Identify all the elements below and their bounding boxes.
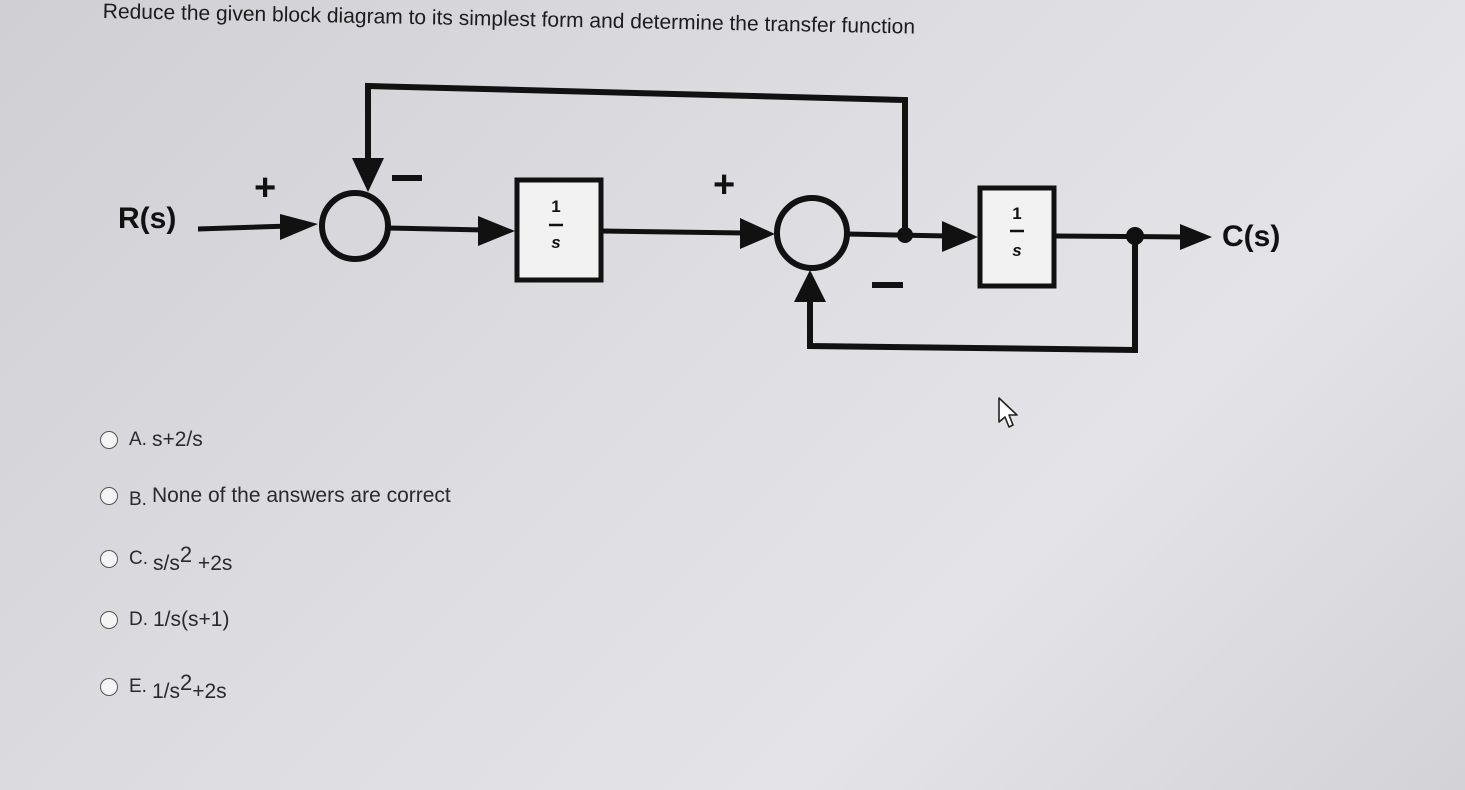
option-c-text: s/s2 +2s [153, 542, 232, 576]
option-b-text: None of the answers are correct [151, 484, 451, 507]
junction1-plus-sign: + [254, 167, 276, 209]
input-signal-line [197, 223, 291, 232]
option-c[interactable]: C. s/s2 +2s [100, 542, 232, 576]
outer-feedback-arrowhead [352, 158, 384, 192]
block1-numerator: 1 [551, 197, 560, 216]
block1-input-arrowhead [478, 216, 515, 246]
output-signal-line [1053, 233, 1186, 240]
option-c-radio[interactable] [100, 550, 118, 568]
option-d-text: 1/s(s+1) [153, 608, 230, 631]
option-e-radio[interactable] [100, 678, 118, 696]
option-b-letter: B. [129, 489, 147, 510]
signal-line-j1-b1 [387, 225, 486, 233]
junction2-input-arrowhead [740, 218, 775, 249]
block-diagram: R(s) + 1 s + 1 s [118, 82, 1280, 354]
block2-input-arrowhead [942, 221, 978, 252]
option-c-letter: C. [129, 548, 148, 569]
option-e-exponent: 2 [179, 670, 193, 695]
block2-numerator: 1 [1012, 204, 1021, 223]
summing-junction-2 [774, 195, 850, 271]
summing-junction-1 [319, 190, 391, 262]
option-c-tail: +2s [192, 552, 233, 575]
mouse-pointer-icon [997, 396, 1021, 435]
junction2-plus-sign: + [713, 164, 735, 206]
option-d[interactable]: D. 1/s(s+1) [100, 608, 229, 632]
input-label: R(s) [118, 202, 176, 235]
option-c-exponent: 2 [179, 542, 193, 567]
output-arrowhead [1180, 224, 1212, 250]
option-b[interactable]: B. None of the answers are correct [100, 484, 451, 510]
option-d-letter: D. [129, 609, 148, 630]
option-e-tail: +2s [192, 680, 227, 703]
option-d-radio[interactable] [100, 611, 118, 629]
signal-line-b1-j2 [600, 228, 746, 236]
option-e[interactable]: E. 1/s2+2s [100, 670, 227, 704]
option-e-letter: E. [129, 676, 147, 697]
inner-feedback-arrowhead [794, 270, 826, 302]
option-b-radio[interactable] [100, 487, 118, 505]
outer-feedback-path [365, 82, 908, 235]
option-e-base: 1/s [151, 680, 180, 703]
integrator-block-2 [977, 185, 1057, 289]
option-a[interactable]: A. s+2/s [100, 428, 203, 452]
integrator-block-1 [514, 177, 604, 283]
block2-denominator: s [1012, 241, 1021, 260]
option-c-base: s/s [153, 552, 180, 575]
inner-feedback-path [807, 236, 1138, 354]
input-arrowhead [280, 214, 318, 240]
block1-denominator: s [551, 233, 560, 252]
option-e-text: 1/s2+2s [152, 670, 227, 704]
option-a-letter: A. [129, 429, 147, 450]
option-a-radio[interactable] [100, 431, 118, 449]
option-a-text: s+2/s [151, 428, 203, 451]
output-label: C(s) [1222, 220, 1280, 253]
